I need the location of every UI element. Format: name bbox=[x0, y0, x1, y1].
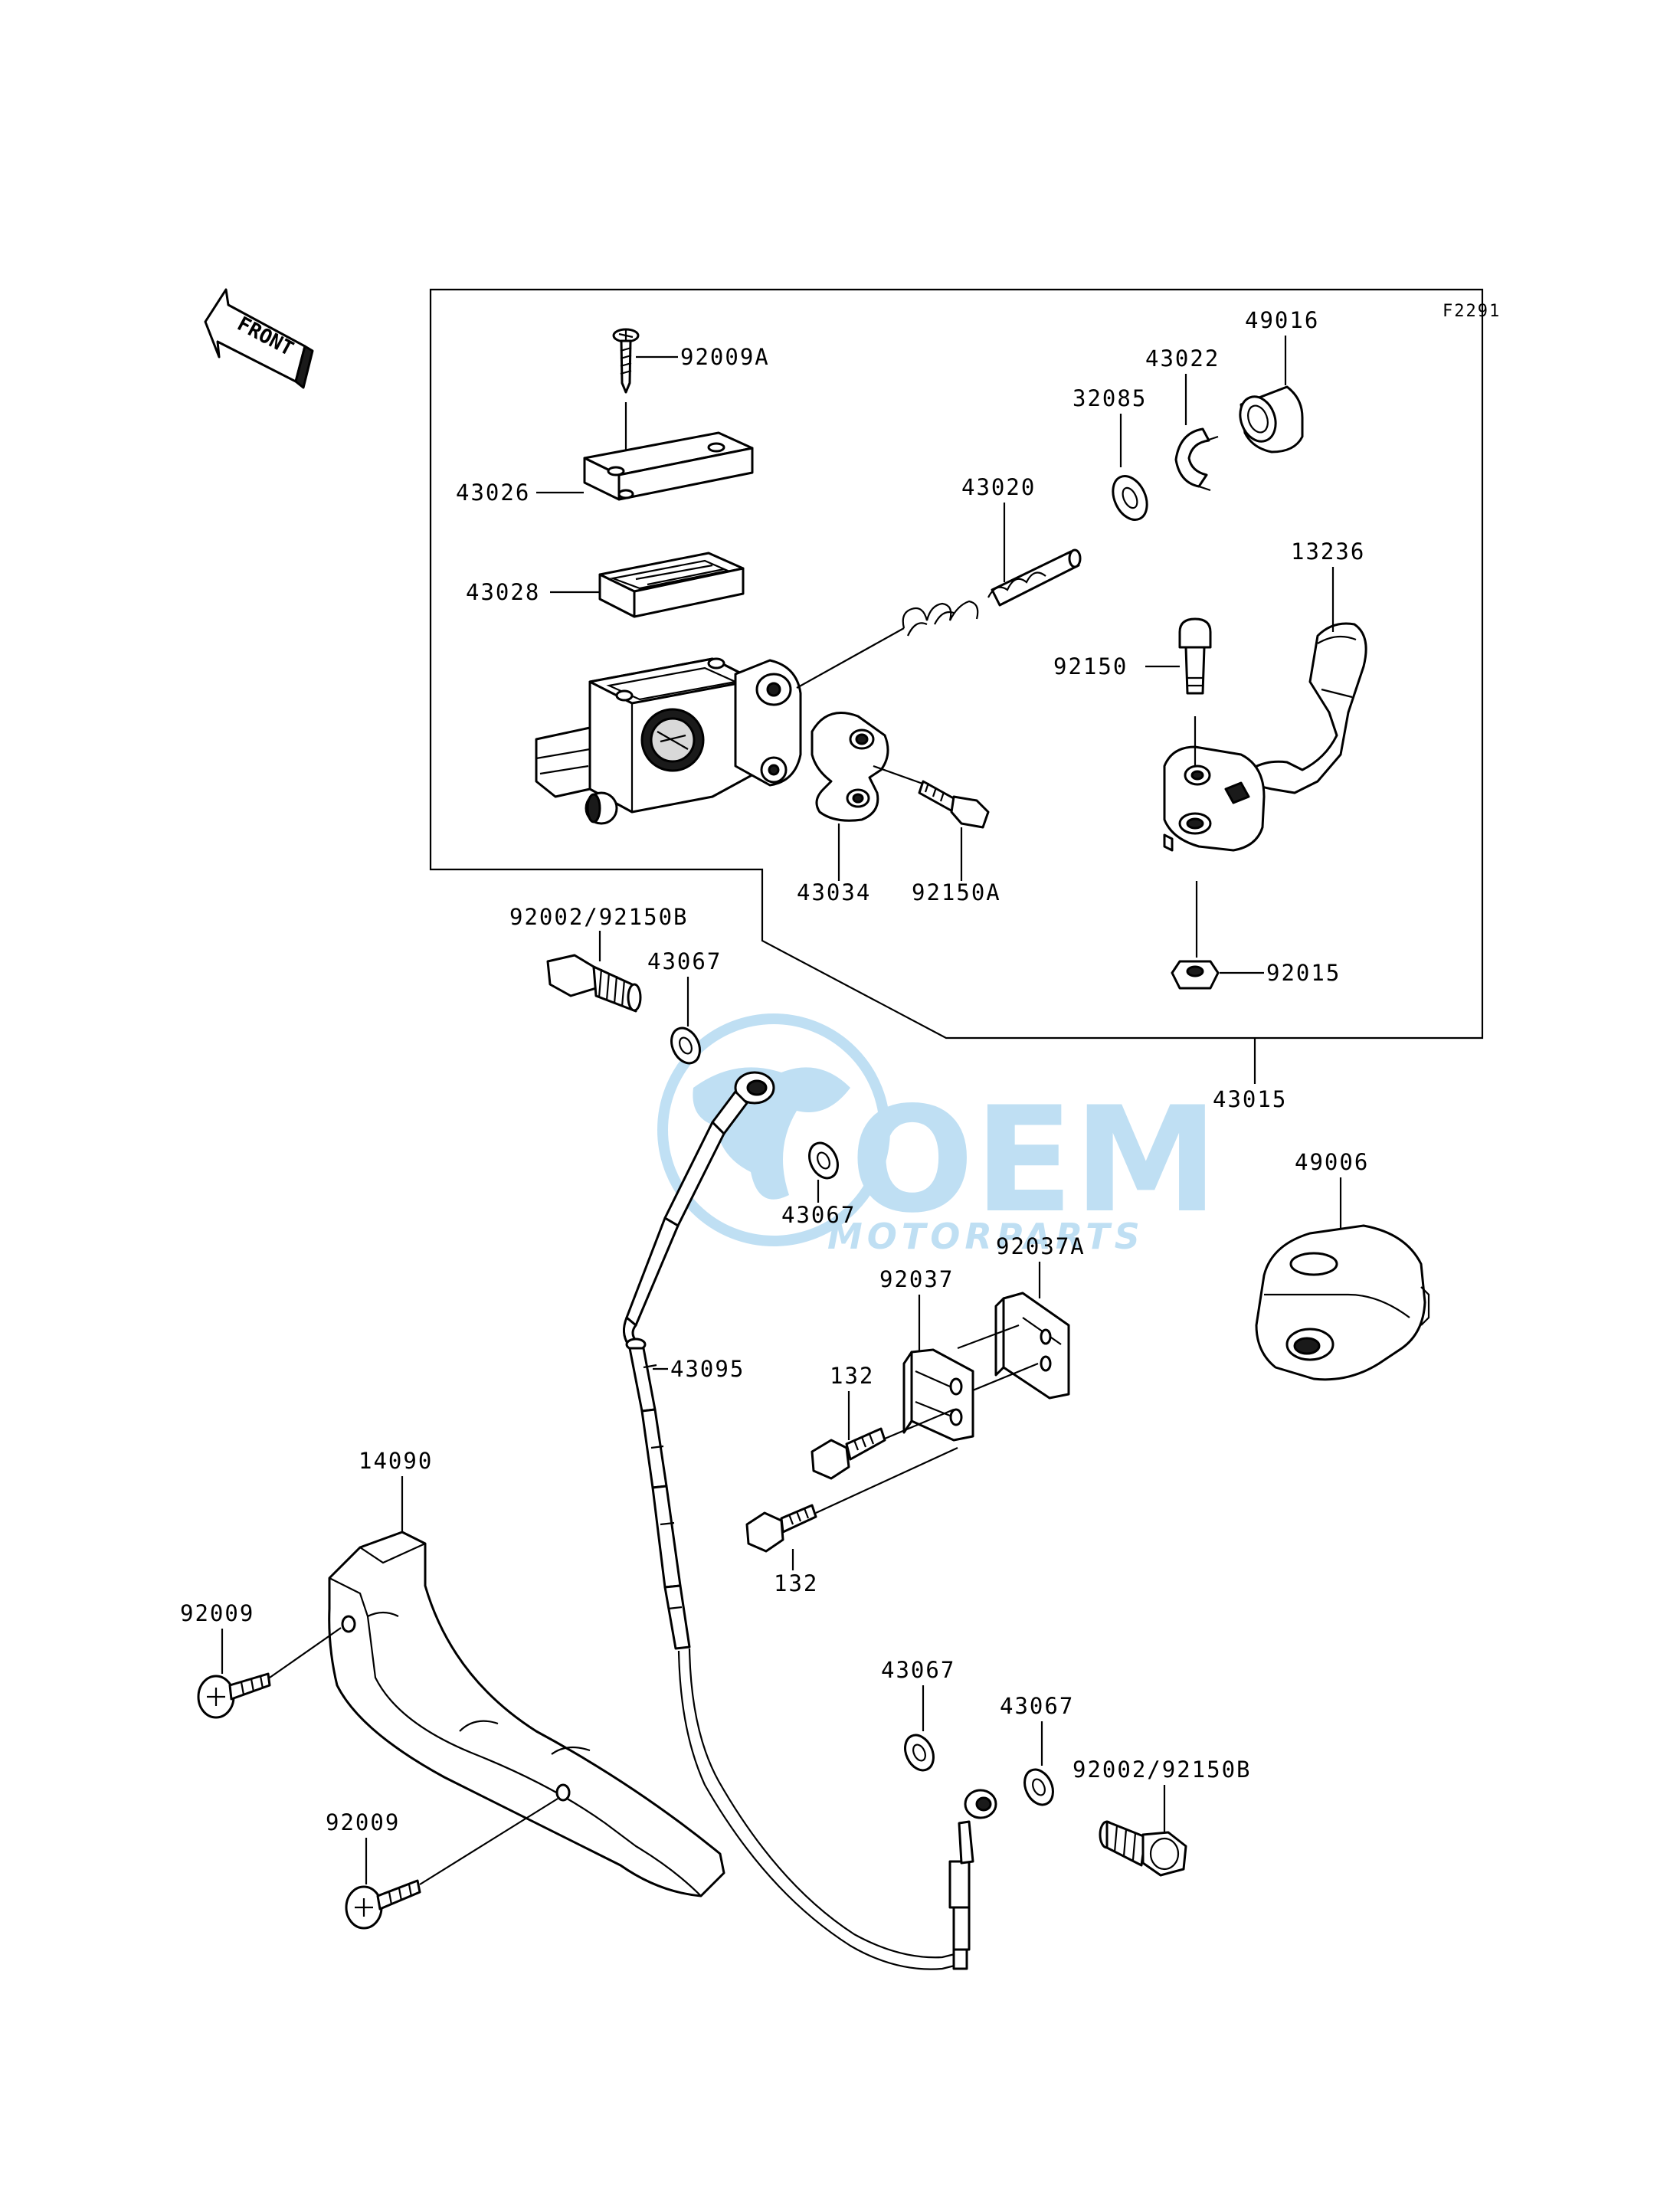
clamp-43034 bbox=[811, 712, 889, 822]
label-132-b: 132 bbox=[774, 1570, 818, 1596]
label-13236: 13236 bbox=[1291, 539, 1365, 565]
bolt-92009-a bbox=[197, 1672, 271, 1719]
label-92150: 92150 bbox=[1053, 653, 1128, 679]
label-92037: 92037 bbox=[879, 1266, 954, 1292]
label-43034: 43034 bbox=[797, 879, 871, 905]
banjo-bolt-top bbox=[546, 954, 642, 1013]
label-43022: 43022 bbox=[1145, 345, 1220, 372]
bolt-92009-b bbox=[345, 1879, 421, 1930]
nut-92015 bbox=[1171, 960, 1220, 990]
diaphragm-43028 bbox=[598, 552, 745, 618]
washer-43067-b bbox=[808, 1141, 839, 1180]
cover-49006 bbox=[1255, 1224, 1430, 1381]
assembly-outline-43015 bbox=[429, 288, 1484, 1040]
label-92009A: 92009A bbox=[680, 344, 770, 370]
circlip-43022 bbox=[1174, 427, 1219, 492]
banjo-bolt-bottom bbox=[1099, 1820, 1187, 1877]
washer-32085 bbox=[1112, 475, 1148, 521]
label-132-a: 132 bbox=[830, 1363, 874, 1389]
oem-watermark: OEM MOTORPARTS bbox=[657, 1013, 1218, 1257]
label-43015: 43015 bbox=[1213, 1086, 1287, 1112]
bracket-92037A bbox=[994, 1292, 1070, 1400]
label-43067-c: 43067 bbox=[881, 1657, 955, 1683]
label-43067-b: 43067 bbox=[781, 1202, 856, 1228]
piston-43020 bbox=[902, 548, 1082, 637]
washer-43067-a bbox=[670, 1026, 701, 1065]
label-49016: 49016 bbox=[1245, 307, 1319, 333]
washer-43067-d bbox=[1023, 1768, 1054, 1806]
boot-49016 bbox=[1239, 385, 1304, 453]
label-43067-d: 43067 bbox=[1000, 1693, 1074, 1719]
label-92002-top: 92002/92150B bbox=[509, 904, 689, 930]
washer-43067-c bbox=[904, 1734, 935, 1772]
screw-92009A bbox=[612, 328, 640, 394]
label-92002-bottom: 92002/92150B bbox=[1073, 1757, 1252, 1783]
label-43028: 43028 bbox=[466, 579, 540, 605]
label-43026: 43026 bbox=[456, 480, 530, 506]
label-92009-a: 92009 bbox=[180, 1600, 254, 1626]
bolt-132-a bbox=[811, 1427, 886, 1480]
label-92015: 92015 bbox=[1266, 960, 1341, 986]
pivot-bolt-92150 bbox=[1178, 617, 1212, 695]
clutch-hose-43095 bbox=[623, 1071, 997, 1970]
label-92150A: 92150A bbox=[912, 879, 1001, 905]
label-49006: 49006 bbox=[1295, 1149, 1369, 1175]
master-cylinder-body bbox=[535, 657, 802, 825]
label-14090: 14090 bbox=[359, 1448, 433, 1474]
bolt-92150A bbox=[918, 780, 990, 829]
label-43095: 43095 bbox=[670, 1356, 745, 1382]
label-43020: 43020 bbox=[961, 474, 1036, 500]
reservoir-cap-43026 bbox=[583, 431, 754, 501]
lever-13236 bbox=[1163, 622, 1367, 852]
watermark-tagline: MOTORPARTS bbox=[827, 1216, 1145, 1257]
label-32085: 32085 bbox=[1073, 385, 1147, 411]
label-43067-a: 43067 bbox=[647, 948, 722, 974]
bolt-132-b bbox=[745, 1504, 817, 1553]
guard-14090 bbox=[328, 1531, 725, 1897]
label-92009-b: 92009 bbox=[326, 1809, 400, 1835]
label-92037A: 92037A bbox=[996, 1233, 1086, 1259]
watermark-logo: OEM bbox=[850, 1076, 1218, 1245]
diagram-code: F2291 bbox=[1443, 302, 1501, 321]
front-arrow-icon: FRONT bbox=[204, 288, 314, 389]
